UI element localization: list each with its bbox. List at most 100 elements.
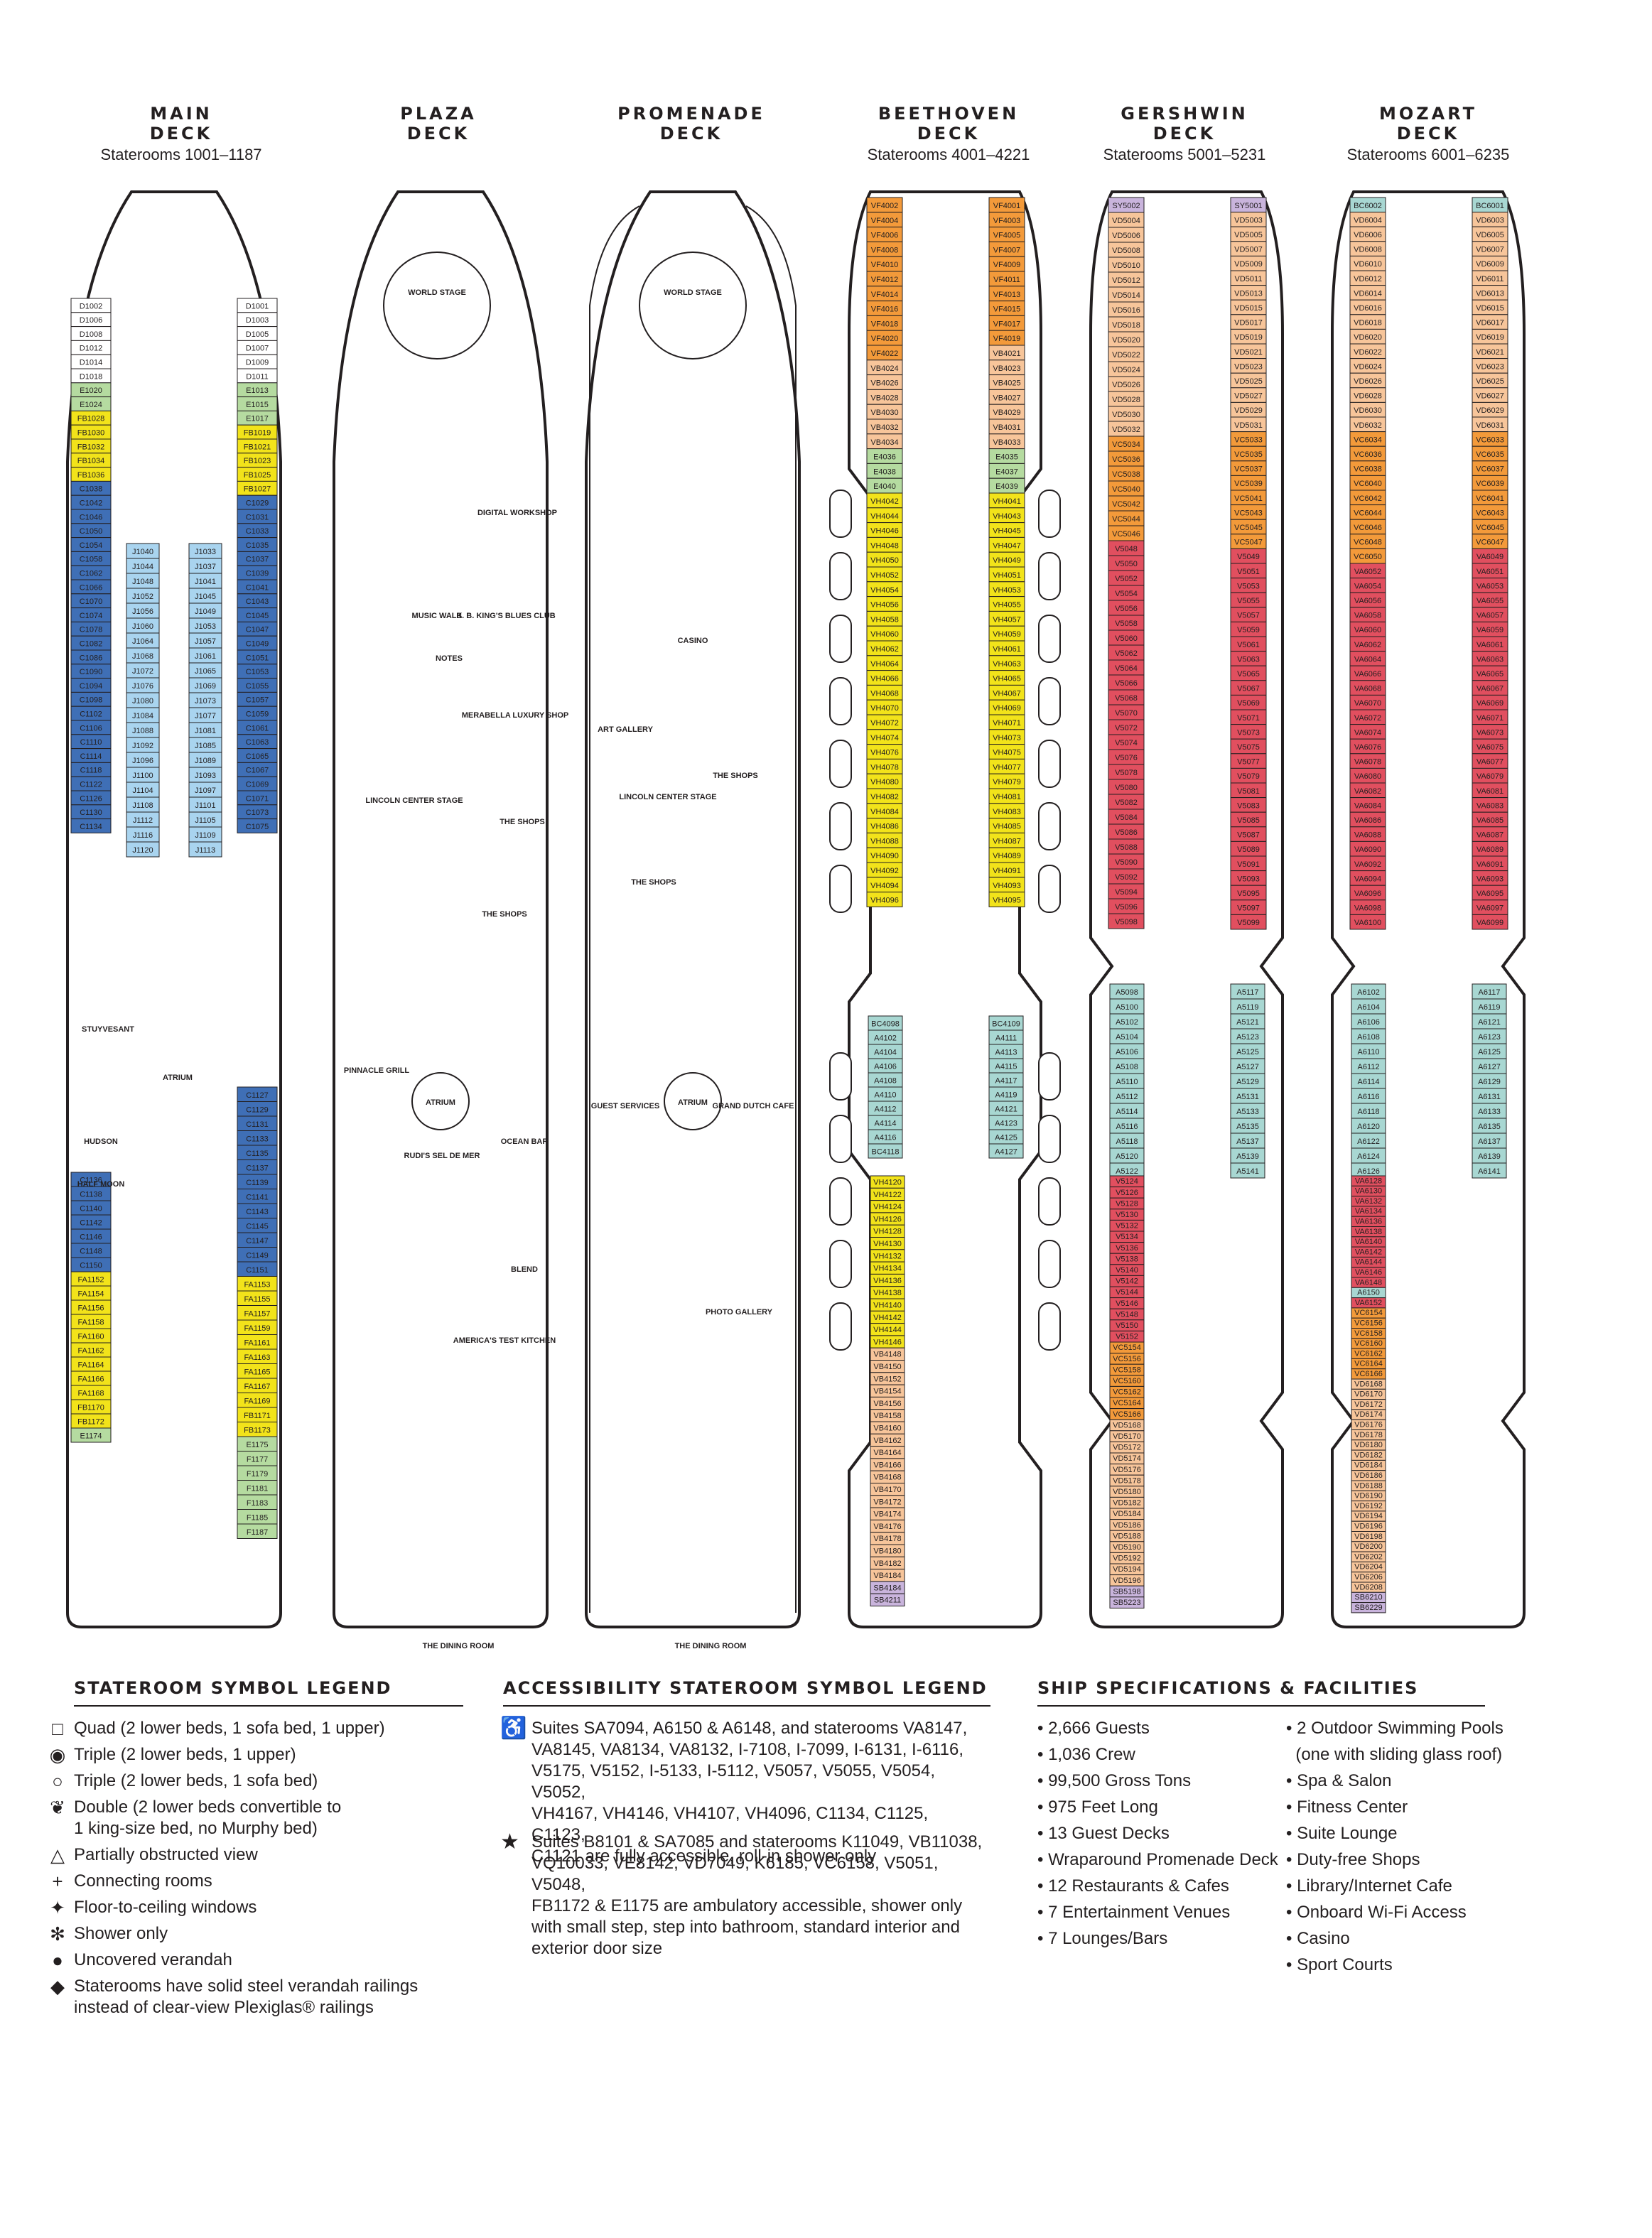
mozart-mid-right-room-label: A6125	[1478, 1048, 1501, 1056]
main-aft-right-room-cell	[237, 1523, 278, 1539]
mozart-right-room-label: VA6075	[1476, 743, 1503, 752]
mozart-right-room-label: VD6017	[1476, 319, 1504, 328]
gershwin-aft-room-label: V5132	[1116, 1222, 1138, 1231]
main-right-room-label: FB1023	[244, 457, 271, 465]
mozart-left-room-label: VA6088	[1354, 831, 1381, 840]
gershwin-right-room-label: VD5031	[1234, 421, 1263, 430]
beethoven-mid-right-room-label: A4117	[995, 1076, 1017, 1085]
beethoven-right-room-label: E4039	[995, 482, 1018, 491]
legend-symbol-icon: ●	[52, 1950, 63, 1971]
main-aft-left-room-label: C1138	[80, 1190, 102, 1199]
beethoven-aft-room-label: VB4164	[873, 1449, 901, 1457]
gershwin-left-room-label: V5054	[1115, 590, 1138, 598]
promenade-venue-label: ATRIUM	[678, 1098, 708, 1107]
beethoven-left-room-label: VH4056	[870, 601, 899, 610]
mozart-aft-room-label: VD6188	[1354, 1481, 1383, 1490]
promenade-venue-label: WORLD STAGE	[664, 288, 722, 297]
beethoven-left-room-label: VH4066	[870, 675, 899, 683]
mozart-left-room-label: VD6016	[1354, 304, 1382, 313]
mozart-aft-room-label: VA6130	[1355, 1187, 1382, 1196]
main-right-room-label: C1063	[246, 738, 269, 747]
main-left-room-label: C1122	[80, 780, 102, 789]
gershwin-aft-room-label: VD5182	[1113, 1499, 1141, 1508]
legend-item: △Partially obstructed view	[50, 1844, 258, 1866]
main-aft-left-room-label: C1150	[80, 1261, 102, 1270]
lifeboat	[829, 615, 852, 663]
legend-text: Shower only	[74, 1924, 168, 1943]
gershwin-right-room-label: VD5009	[1234, 260, 1263, 269]
main-left-room-label: C1130	[80, 809, 102, 817]
specs-title: SHIP SPECIFICATIONS & FACILITIES	[1037, 1678, 1419, 1698]
gershwin-aft-room-label: V5134	[1116, 1233, 1138, 1241]
beethoven-left-room-label: VB4024	[870, 364, 898, 373]
gershwin-aft-room-label: VD5188	[1113, 1532, 1141, 1540]
main-inner-left-room-label: J1100	[132, 772, 153, 780]
main-left-room-label: D1014	[80, 358, 102, 367]
main-left-room-label: C1066	[80, 583, 102, 592]
gershwin-mid-right-room-label: A5141	[1236, 1167, 1259, 1176]
beethoven-mid-left-room-label: A4102	[874, 1034, 897, 1042]
main-aft-left-room-label: FA1158	[77, 1318, 104, 1326]
beethoven-right-room-label: VF4011	[993, 276, 1020, 284]
gershwin-aft-room-label: V5148	[1116, 1310, 1138, 1319]
gershwin-right-room-label: VC5043	[1234, 509, 1263, 517]
gershwin-right-room-label: V5049	[1237, 553, 1260, 561]
gershwin-left-room-label: VC5036	[1112, 455, 1140, 464]
gershwin-right-room-label: V5067	[1237, 685, 1260, 693]
main-aft-right-room-label: C1135	[246, 1150, 269, 1158]
mozart-left-room-label: BC6002	[1354, 202, 1382, 210]
main-left-room-label: C1106	[80, 724, 102, 733]
mozart-left-room-label: VA6072	[1354, 714, 1381, 723]
legend-text: Uncovered verandah	[74, 1950, 232, 1969]
legend-symbol-icon: △	[50, 1844, 65, 1866]
gershwin-left-room-label: V5062	[1115, 649, 1138, 658]
main-aft-left-room-label: FA1160	[77, 1332, 104, 1341]
main-inner-right-room-label: J1049	[195, 607, 216, 616]
mozart-left-room-label: VC6050	[1354, 553, 1382, 561]
beethoven-right-room-label: VH4063	[993, 660, 1021, 669]
beethoven-mid-right-room-label: A4127	[995, 1147, 1017, 1156]
spec-item: • 1,036 Crew	[1037, 1745, 1135, 1764]
mozart-left-room-label: VA6086	[1354, 816, 1381, 825]
main-aft-left-room-label: C1142	[80, 1218, 102, 1227]
gershwin-left-room-label: V5072	[1115, 724, 1138, 733]
gershwin-mid-left-room-label: A5122	[1116, 1167, 1138, 1176]
plaza-venue-label: WORLD STAGE	[408, 288, 466, 297]
mozart-aft-room-label: VA6148	[1355, 1278, 1382, 1287]
beethoven-left-room-label: VH4042	[870, 497, 899, 506]
accessibility-text: VA8145, VA8134, VA8132, I-7108, I-7099, …	[531, 1740, 963, 1759]
main-aft-right-room-label: FA1157	[244, 1309, 270, 1318]
main-left-room-label: C1098	[80, 696, 102, 705]
main-inner-left-room-label: J1084	[132, 712, 153, 720]
main-inner-left-room-label: J1108	[132, 801, 153, 810]
gershwin-mid-right-room-label: A5121	[1236, 1018, 1259, 1027]
gershwin-right-room-label: V5077	[1237, 758, 1260, 767]
main-aft-left-room-label: FA1154	[77, 1290, 104, 1298]
beethoven-aft-room-label: VB4172	[873, 1498, 901, 1506]
gershwin-left-room-label: V5098	[1115, 918, 1138, 926]
beethoven-left-room-label: VF4014	[871, 291, 899, 299]
beethoven-mid-left-room-label: A4106	[874, 1062, 897, 1071]
beethoven-left-room-label: VH4068	[870, 689, 899, 698]
legend-item: □Quad (2 lower beds, 1 sofa bed, 1 upper…	[52, 1718, 385, 1739]
lifeboat	[829, 490, 852, 538]
beethoven-aft-room-label: VH4132	[873, 1252, 902, 1260]
main-left-room-label: D1002	[80, 302, 102, 310]
main-aft-left-room-label: FA1166	[77, 1375, 104, 1383]
lifeboat	[1038, 865, 1061, 913]
plaza-venue-label: OCEAN BAR	[501, 1137, 549, 1146]
legend-item: ◉Triple (2 lower beds, 1 upper)	[50, 1744, 296, 1766]
beethoven-mid-left-room-label: A4108	[874, 1076, 897, 1085]
beethoven-right-room-label: VH4041	[993, 497, 1021, 506]
gershwin-right-room-label: VD5025	[1234, 377, 1263, 386]
beethoven-right-room-label: VH4091	[993, 867, 1021, 875]
main-right-room-label: C1059	[246, 710, 269, 718]
mozart-right-room-label: VA6059	[1476, 626, 1503, 634]
mozart-mid-left-room-label: A6120	[1357, 1123, 1380, 1131]
main-right-room-label: C1039	[246, 569, 269, 578]
beethoven-right-room-label: VH4053	[993, 586, 1021, 595]
mozart-mid-left-room-label: A6104	[1357, 1003, 1380, 1012]
gershwin-left-room-label: VD5028	[1112, 396, 1140, 404]
legend-text: Quad (2 lower beds, 1 sofa bed, 1 upper)	[74, 1719, 385, 1738]
beethoven-mid-right-room-label: A4111	[995, 1034, 1017, 1042]
